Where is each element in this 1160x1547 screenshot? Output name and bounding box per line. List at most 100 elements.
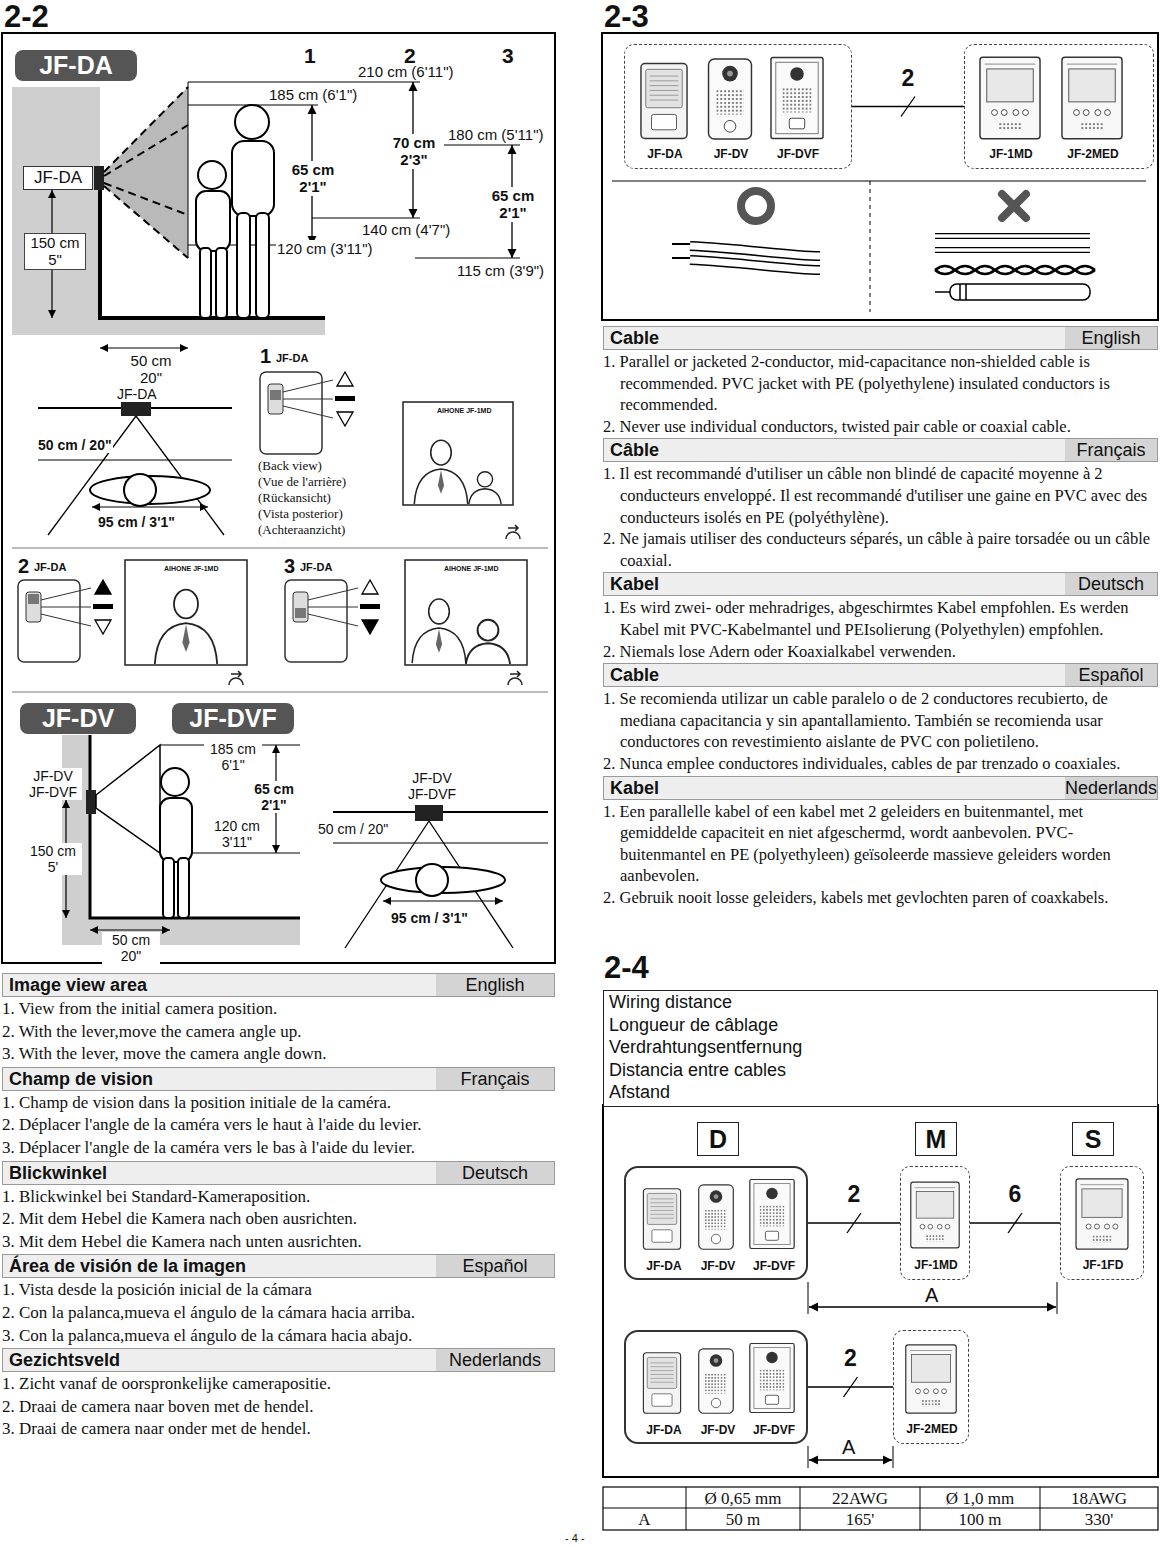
- callout-number: 1: [304, 44, 316, 68]
- door-station-group: JF-DAJF-DVJF-DVF: [624, 1166, 808, 1280]
- side-view: [90, 735, 300, 918]
- conductor-tick: [844, 1377, 858, 1397]
- dimension-label: 50 cm / 20": [37, 437, 113, 453]
- list-item: 1. Zicht vanaf de oorspronkelijke camera…: [2, 1373, 555, 1396]
- cable-comparison: [612, 181, 1146, 182]
- language-band: KabelNederlands: [603, 776, 1158, 800]
- dimension-label: 65 cm 2'1": [483, 187, 543, 222]
- node-label: JF-DA: [39, 51, 113, 80]
- dimension-label: 150 cm 5": [24, 233, 86, 270]
- table-cell: Ø 1,0 mm: [920, 1489, 1040, 1509]
- model-label: JF-2MED: [906, 1422, 957, 1436]
- callout-number: 2: [18, 555, 29, 578]
- callout-number: 3: [502, 44, 514, 68]
- person-figure: [196, 105, 274, 318]
- list-item: 1. Parallel or jacketed 2-conductor, mid…: [603, 351, 1158, 416]
- model-label: JF-DA: [300, 561, 332, 574]
- node-label: JF-DVF: [189, 704, 277, 733]
- dimension-label: 65 cm 2'1": [283, 161, 343, 196]
- list-item: 2. Nunca emplee conductores individuales…: [603, 753, 1158, 775]
- side-view: [96, 745, 160, 853]
- monitor-box: JF-1FD: [1060, 1166, 1144, 1280]
- lever-diagram: [270, 390, 281, 400]
- monitor-screen: [155, 590, 217, 664]
- cable-comparison: [672, 244, 690, 258]
- cable-comparison: [935, 266, 1095, 274]
- dimension-arrow: [809, 1306, 1056, 1307]
- side-view: [86, 790, 96, 814]
- table-cell: 50 m: [686, 1510, 800, 1530]
- view-caption: (Rückansicht): [258, 491, 331, 506]
- band-heading: Champ de vision: [3, 1068, 436, 1090]
- lever-diagram: [28, 594, 39, 604]
- model-label: JF-1MD: [989, 147, 1032, 161]
- cable-comparison: [741, 191, 771, 221]
- lever-diagram: [26, 592, 41, 622]
- table-cell: 100 m: [920, 1510, 1040, 1530]
- dimension-label: 180 cm (5'11"): [447, 126, 544, 143]
- language-tag: Español: [436, 1255, 554, 1277]
- language-tag: English: [1065, 327, 1157, 349]
- person-figure: [200, 248, 211, 318]
- lever-diagram: [337, 372, 353, 386]
- monitor-screen: [508, 671, 522, 685]
- language-tag: Deutsch: [1065, 573, 1157, 595]
- table-cell: 22AWG: [800, 1489, 920, 1509]
- list-item: 1. Champ de vision dans la position init…: [2, 1092, 555, 1115]
- callout-number: 3: [284, 555, 295, 578]
- lever-diagram: [362, 620, 378, 634]
- list-item: 1. Es wird zwei- oder mehradriges, abges…: [603, 597, 1158, 640]
- distance-table: [686, 1487, 1040, 1530]
- lever-diagram: [93, 604, 113, 609]
- divider-line: [12, 692, 548, 693]
- dimension-label: 115 cm (3'9"): [456, 262, 545, 279]
- dimension-arrow: [808, 1282, 1057, 1468]
- node-label: JF-DV: [42, 704, 114, 733]
- panel-frame: [2, 33, 555, 963]
- model-label: JF-DA: [646, 1259, 681, 1273]
- heading-line: Distancia entre cables: [609, 1059, 1157, 1082]
- list-item: 2. Ne jamais utiliser des conducteurs sé…: [603, 528, 1158, 571]
- device-tag: JF-DA: [23, 166, 93, 190]
- band-heading: Cable: [604, 664, 1065, 686]
- heading-line: Verdrahtungsentfernung: [609, 1036, 1157, 1059]
- device-picture: [643, 1189, 680, 1249]
- table-cell: 165': [800, 1510, 920, 1530]
- top-view: [383, 900, 503, 901]
- language-tag: Nederlands: [436, 1349, 554, 1371]
- lever-diagram: [285, 580, 380, 662]
- device-picture: [906, 1345, 956, 1413]
- list-item: 1. Blickwinkel bei Standard-Kamerapositi…: [2, 1186, 555, 1209]
- cable-comparison: [935, 266, 1095, 274]
- person-figure: [161, 768, 189, 796]
- device-picture: [980, 57, 1040, 138]
- wire-count: 2: [900, 67, 917, 90]
- wire: [970, 1213, 1060, 1233]
- model-label: JF-1FD: [1083, 1258, 1124, 1272]
- monitor-screen: [506, 525, 520, 539]
- list-item: 1. Vista desde la posición inicial de la…: [2, 1279, 555, 1302]
- table-cell: 18AWG: [1040, 1489, 1158, 1509]
- top-view: [124, 474, 156, 506]
- person-figure: [196, 191, 230, 251]
- person-figure: [163, 858, 174, 918]
- divider-line: [12, 548, 548, 692]
- section-number: 2-3: [604, 0, 649, 35]
- band-heading: Kabel: [604, 573, 1065, 595]
- list-item: 2. Déplacer l'angle de la caméra vers le…: [2, 1114, 555, 1137]
- distance-table: [603, 1487, 1158, 1530]
- dimension-label: 140 cm (4'7"): [361, 221, 451, 238]
- section-number: 2-2: [4, 0, 49, 35]
- list-item: 2. Mit dem Hebel die Kamera nach oben au…: [2, 1208, 555, 1231]
- top-view: [345, 821, 513, 948]
- node-label: D: [709, 1125, 727, 1154]
- lever-diagram: [362, 580, 378, 594]
- list-item: 3. With the lever, move the camera angle…: [2, 1043, 555, 1066]
- dimension-arrow: [809, 1459, 892, 1460]
- model-label: JF-DV JF-DVF: [404, 770, 460, 802]
- list-item: 2. With the lever,move the camera angle …: [2, 1021, 555, 1044]
- heading-line: Longueur de câblage: [609, 1014, 1157, 1037]
- list-item: 1. Een parallelle kabel of een kabel met…: [603, 801, 1158, 887]
- model-badge: JF-DV: [20, 703, 136, 734]
